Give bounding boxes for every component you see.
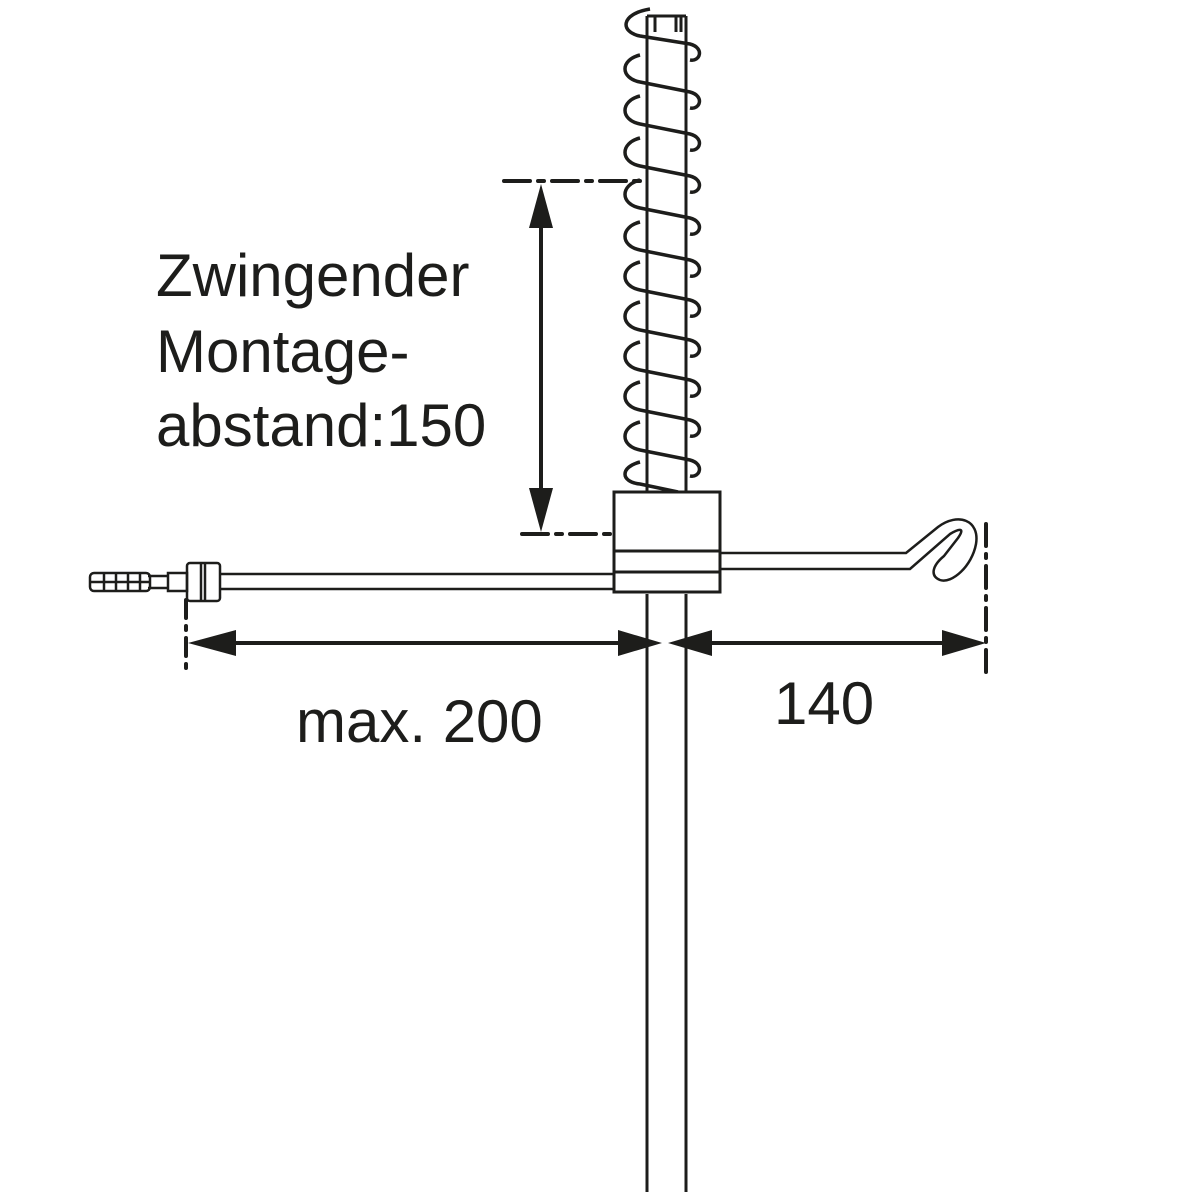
reference-lines bbox=[184, 179, 988, 676]
supply-pipe bbox=[645, 594, 688, 1192]
right-span-label: 140 bbox=[774, 670, 874, 737]
mounting-note-line3: abstand:150 bbox=[156, 392, 486, 459]
connection-hose-left bbox=[88, 561, 614, 603]
vertical-dimension-arrow bbox=[529, 184, 553, 532]
horizontal-dimension-arrows bbox=[188, 630, 986, 656]
clamp-block bbox=[612, 490, 722, 594]
mounting-note-line2: Montage- bbox=[156, 318, 409, 385]
mounting-note-line1: Zwingender bbox=[156, 242, 470, 309]
left-span-label: max. 200 bbox=[296, 688, 543, 755]
spring-hose bbox=[623, 7, 702, 494]
hook-arm-right bbox=[720, 518, 978, 582]
